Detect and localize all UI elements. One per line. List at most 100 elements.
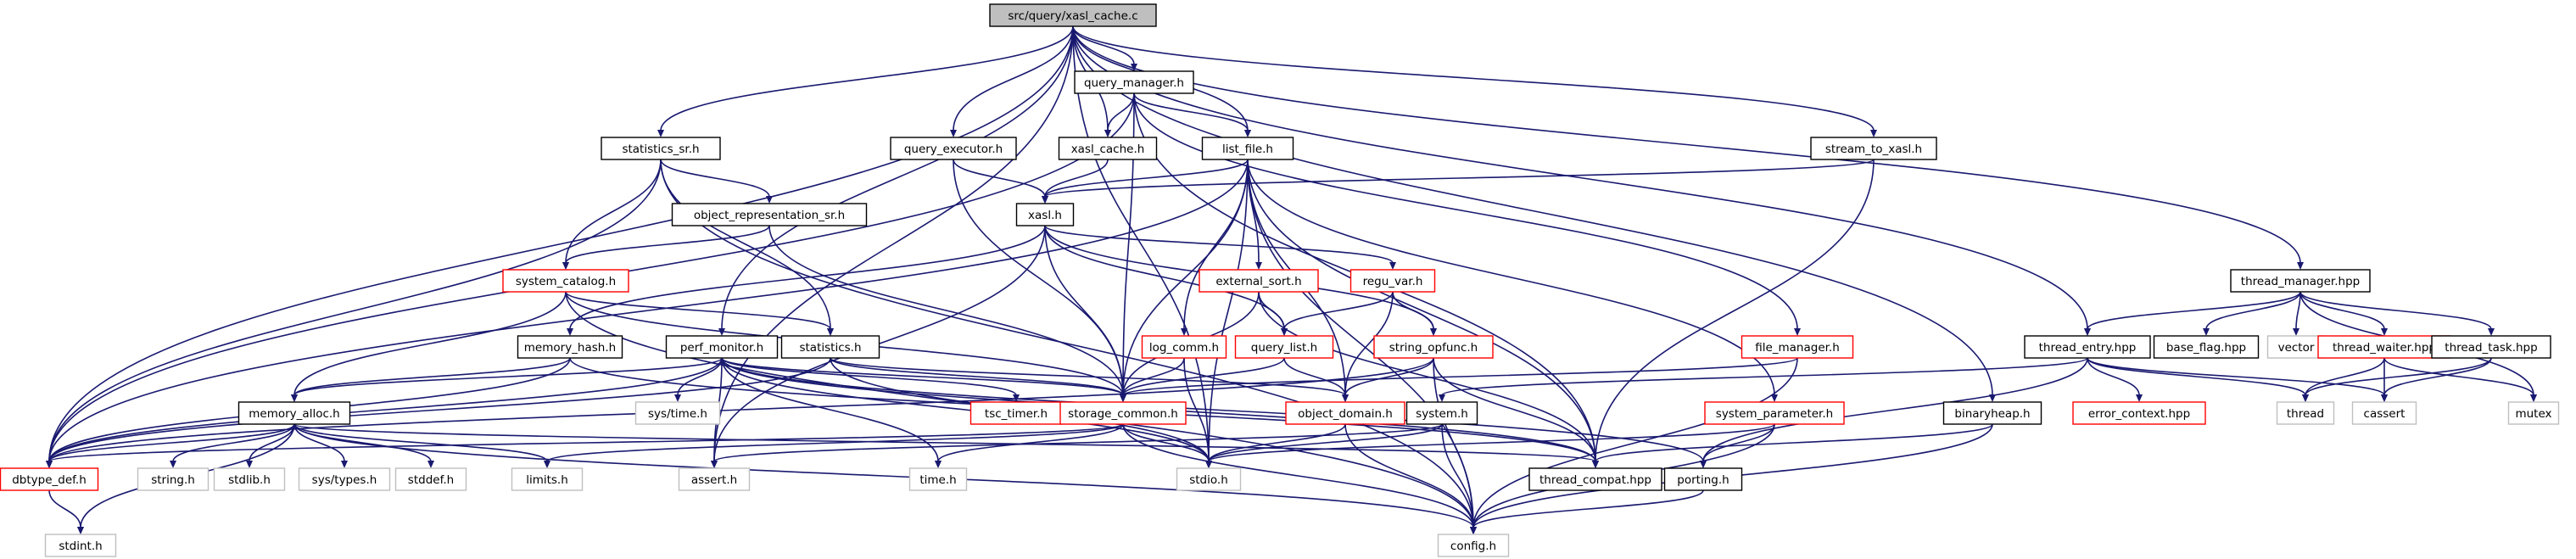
arrowhead-thread_entry_hpp bbox=[2084, 328, 2091, 336]
node-string-opfunc-h[interactable]: string_opfunc.h bbox=[1373, 335, 1494, 359]
edge-xasl_cache_c-to-perf_monitor_h bbox=[721, 25, 1074, 330]
node-label: file_manager.h bbox=[1755, 341, 1840, 355]
node-query-list-h[interactable]: query_list.h bbox=[1234, 335, 1334, 359]
node-label: storage_common.h bbox=[1068, 407, 1178, 421]
edge-list_file_h-to-storage_common_h bbox=[1122, 159, 1249, 396]
node-statistics-sr-h[interactable]: statistics_sr.h bbox=[601, 137, 721, 160]
node-label: error_context.hpp bbox=[2088, 407, 2190, 421]
node-thread-manager-hpp[interactable]: thread_manager.hpp bbox=[2230, 269, 2371, 293]
node-label: limits.h bbox=[526, 473, 568, 487]
node-cassert: cassert bbox=[2351, 401, 2417, 425]
node-file-manager-h[interactable]: file_manager.h bbox=[1741, 335, 1854, 359]
node-query-manager-h[interactable]: query_manager.h bbox=[1074, 70, 1194, 94]
edge-storage_common_h-to-dbtype_def_h bbox=[48, 423, 1124, 462]
node-thread-waiter-hpp[interactable]: thread_waiter.hpp bbox=[2317, 335, 2451, 359]
arrowhead-thread_task_hpp bbox=[2488, 328, 2495, 336]
node-thread-entry-hpp[interactable]: thread_entry.hpp bbox=[2024, 335, 2151, 359]
node-system-catalog-h[interactable]: system_catalog.h bbox=[502, 269, 629, 293]
arrowhead-thread_compat_hpp bbox=[1592, 461, 1599, 468]
node-box bbox=[517, 335, 623, 359]
node-box bbox=[1810, 137, 1937, 160]
arrowhead-stdlib_h bbox=[246, 461, 253, 468]
arrowhead-thread_manager_hpp bbox=[2297, 262, 2304, 270]
edge-query_list_h-to-object_domain_h bbox=[1283, 357, 1346, 396]
node-assert-h: assert.h bbox=[678, 467, 751, 491]
node-error-context-hpp[interactable]: error_context.hpp bbox=[2072, 401, 2206, 425]
arrowhead-log_comm_h bbox=[1181, 328, 1187, 336]
arrowhead-limits_h bbox=[544, 461, 550, 468]
node-stdlib-h: stdlib.h bbox=[213, 467, 286, 491]
node-box bbox=[2153, 335, 2260, 359]
node-porting-h[interactable]: porting.h bbox=[1663, 467, 1743, 491]
node-config-h: config.h bbox=[1437, 534, 1510, 557]
node-dbtype-def-h[interactable]: dbtype_def.h bbox=[0, 467, 99, 491]
edge-xasl_cache_c-to-binaryheap_h bbox=[1072, 25, 1993, 396]
node-statistics-h[interactable]: statistics.h bbox=[780, 335, 880, 359]
node-tsc-timer-h[interactable]: tsc_timer.h bbox=[969, 401, 1063, 425]
node-object-domain-h[interactable]: object_domain.h bbox=[1285, 401, 1405, 425]
node-sys-types-h: sys/types.h bbox=[298, 467, 391, 491]
node-base-flag-hpp[interactable]: base_flag.hpp bbox=[2153, 335, 2260, 359]
edge-object_domain_h-to-config_h bbox=[1344, 423, 1474, 528]
node-label: stdint.h bbox=[59, 539, 102, 553]
node-memory-alloc-h[interactable]: memory_alloc.h bbox=[237, 401, 351, 425]
node-stdio-h: stdio.h bbox=[1176, 467, 1242, 491]
edge-storage_common_h-to-limits_h bbox=[546, 423, 1124, 462]
node-box bbox=[1199, 269, 1319, 293]
node-label: thread_compat.hpp bbox=[1539, 473, 1651, 487]
node-box bbox=[1015, 203, 1075, 226]
edge-memory_alloc_h-to-string_h bbox=[172, 423, 295, 462]
arrowhead-query_list_h bbox=[1281, 328, 1288, 336]
edge-memory_alloc_h-to-config_h bbox=[293, 423, 1474, 528]
node-box bbox=[2351, 401, 2417, 425]
node-label: cassert bbox=[2364, 407, 2406, 421]
arrowhead-regu_var_h bbox=[1389, 262, 1396, 270]
node-box bbox=[1201, 137, 1294, 160]
node-query-executor-h[interactable]: query_executor.h bbox=[890, 137, 1017, 160]
node-box bbox=[1373, 335, 1494, 359]
node-external-sort-h[interactable]: external_sort.h bbox=[1199, 269, 1319, 293]
node-thread-task-hpp[interactable]: thread_task.hpp bbox=[2431, 335, 2551, 359]
arrowhead-sys_types_h bbox=[341, 461, 348, 468]
arrowhead-statistics_sr_h bbox=[657, 130, 664, 137]
node-binaryheap-h[interactable]: binaryheap.h bbox=[1942, 401, 2042, 425]
node-box bbox=[213, 467, 286, 491]
node-box bbox=[2276, 401, 2335, 425]
node-label: memory_alloc.h bbox=[249, 407, 339, 421]
edge-memory_alloc_h-to-thread_compat_hpp bbox=[293, 423, 1596, 462]
arrowhead-binaryheap_h bbox=[1989, 394, 1996, 402]
node-memory-hash-h[interactable]: memory_hash.h bbox=[517, 335, 623, 359]
arrowhead-file_manager_h bbox=[1794, 328, 1801, 336]
node-box bbox=[969, 401, 1063, 425]
edge-list_file_h-to-stdio_h bbox=[1208, 159, 1249, 462]
node-thread-compat-hpp[interactable]: thread_compat.hpp bbox=[1528, 467, 1662, 491]
node-storage-common-h[interactable]: storage_common.h bbox=[1059, 401, 1187, 425]
node-xasl-h[interactable]: xasl.h bbox=[1015, 203, 1075, 226]
arrowhead-stdint_h bbox=[77, 527, 84, 534]
node-stdint-h: stdint.h bbox=[44, 534, 117, 557]
node-log-comm-h[interactable]: log_comm.h bbox=[1141, 335, 1227, 359]
node-label: system_catalog.h bbox=[516, 275, 616, 288]
node-xasl-cache-h[interactable]: xasl_cache.h bbox=[1058, 137, 1158, 160]
node-box bbox=[671, 203, 868, 226]
edge-log_comm_h-to-storage_common_h bbox=[1122, 357, 1185, 396]
node-object-representation-sr-h[interactable]: object_representation_sr.h bbox=[671, 203, 868, 226]
node-xasl-cache-c[interactable]: src/query/xasl_cache.c bbox=[989, 3, 1157, 27]
edge-regu_var_h-to-string_opfunc_h bbox=[1392, 291, 1434, 330]
arrowhead-system_h bbox=[1439, 394, 1445, 402]
node-system-parameter-h[interactable]: system_parameter.h bbox=[1704, 401, 1845, 425]
arrowhead-base_flag_hpp bbox=[2203, 328, 2210, 336]
edge-regu_var_h-to-query_list_h bbox=[1283, 291, 1394, 330]
node-perf-monitor-h[interactable]: perf_monitor.h bbox=[665, 335, 779, 359]
arrowhead-list_file_h bbox=[1244, 130, 1251, 137]
node-box bbox=[1059, 401, 1187, 425]
node-box bbox=[780, 335, 880, 359]
edge-external_sort_h-to-query_list_h bbox=[1258, 291, 1285, 330]
edge-stream_to_xasl_h-to-xasl_h bbox=[1044, 159, 1875, 198]
node-system-h[interactable]: system.h bbox=[1405, 401, 1478, 425]
edge-system_h-to-config_h bbox=[1441, 423, 1474, 528]
edge-external_sort_h-to-thread_compat_hpp bbox=[1258, 291, 1596, 462]
node-stream-to-xasl-h[interactable]: stream_to_xasl.h bbox=[1810, 137, 1937, 160]
node-list-file-h[interactable]: list_file.h bbox=[1201, 137, 1294, 160]
node-regu-var-h[interactable]: regu_var.h bbox=[1349, 269, 1436, 293]
